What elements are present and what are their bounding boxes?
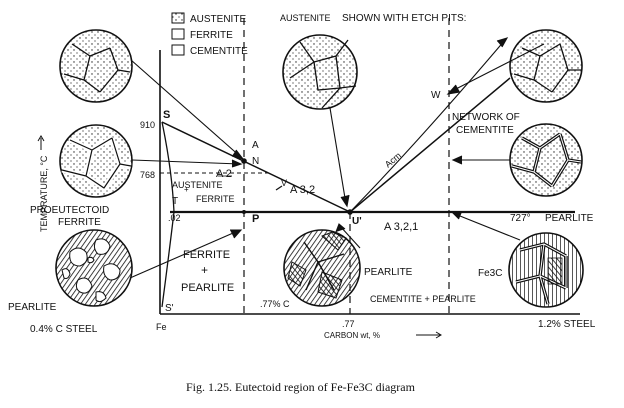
pearlite-727-label: PEARLITE — [545, 213, 594, 224]
ferrite-solvus-line — [161, 211, 175, 308]
micrograph-austenite-right — [509, 29, 583, 103]
pct-077-label: .77% C — [260, 299, 290, 309]
region-austenite-ferrite-3: FERRITE — [196, 194, 235, 204]
label-proeutectoid-2: FERRITE — [58, 217, 101, 228]
v-mark — [275, 185, 283, 191]
point-a-label: A — [252, 140, 259, 151]
tick-077: .77 — [342, 319, 355, 329]
micrograph-1-2-steel — [508, 232, 584, 308]
y-axis-arrow — [37, 135, 45, 150]
tick-910: 910 — [140, 120, 155, 130]
point-p-marker — [242, 210, 246, 214]
arrow-austenite-ferrite — [131, 159, 241, 165]
arrow-pearlite-center — [339, 225, 361, 249]
label-pearlite-center: PEARLITE — [364, 267, 413, 278]
y-axis-title: TEMPRATURE, °C — [39, 155, 49, 232]
point-n-label: N — [252, 156, 259, 167]
region-austenite-ferrite-1: AUSTENITE — [172, 180, 223, 190]
arrow-austenite-left — [130, 59, 243, 159]
a3-line — [161, 121, 351, 213]
micrograph-austenite-center — [282, 34, 358, 110]
acm-line — [349, 77, 511, 213]
label-pearlite-left: PEARLITE — [8, 302, 57, 313]
figure-caption: Fig. 1.25. Eutectoid region of Fe-Fe3C d… — [186, 380, 416, 394]
tick-768: 768 — [140, 170, 155, 180]
legend-ferrite-swatch — [171, 28, 185, 40]
legend-cementite-label: CEMENTITE — [190, 46, 248, 57]
label-network-1: NETWORK OF — [452, 112, 520, 123]
label-fe3c: Fe3C — [478, 268, 502, 279]
header-austenite-label: AUSTENITE — [280, 13, 331, 23]
region-ferrite-pearlite-1: FERRITE — [183, 249, 230, 261]
region-ferrite-pearlite-2: + — [201, 263, 208, 277]
ferrite-boundary-upper — [161, 121, 175, 213]
a321-label: A 3,2,1 — [384, 221, 418, 233]
a32-label: A 3,2 — [290, 184, 315, 196]
micrograph-pearlite-center — [283, 229, 361, 307]
header-etch-note: SHOWN WITH ETCH PITS: — [342, 13, 466, 24]
micrograph-austenite-ferrite — [59, 124, 133, 198]
phase-lines — [160, 18, 575, 314]
point-t-label: T — [172, 196, 178, 207]
temp-727-label: 727° — [510, 213, 531, 224]
legend-austenite-label: AUSTENITE — [190, 14, 246, 25]
point-s-prime-label: S' — [165, 303, 174, 314]
point-s-label: S — [163, 109, 170, 121]
label-network-2: CEMENTITE — [456, 125, 514, 136]
point-u-label: U' — [352, 216, 362, 227]
legend-cementite-swatch — [171, 44, 185, 56]
point-v-label: V — [281, 178, 287, 188]
tick-002: .02 — [168, 213, 181, 223]
label-steel-04: 0.4% C STEEL — [30, 324, 98, 335]
arrow-ferrite-pearlite — [129, 229, 241, 279]
point-u-marker — [347, 209, 353, 215]
legend: AUSTENITE FERRITE CEMENTITE — [171, 12, 248, 57]
fe-label: Fe — [156, 322, 167, 332]
arrow-austenite-right — [351, 39, 506, 211]
x-axis-arrow — [416, 331, 442, 339]
arrow-austenite-center — [329, 107, 347, 205]
legend-ferrite-label: FERRITE — [190, 30, 233, 41]
point-w-label: W — [431, 90, 441, 101]
region-cementite-pearlite: CEMENTITE + PEARLITE — [370, 294, 476, 304]
micrograph-ferrite-pearlite — [55, 229, 133, 307]
point-n-marker — [241, 158, 247, 164]
axes: TEMPRATURE, °C CARBON wt, % Fe 910 768 .… — [37, 50, 580, 340]
point-p-label: P — [252, 213, 259, 225]
region-ferrite-pearlite-3: PEARLITE — [181, 282, 234, 294]
label-steel-12: 1.2% STEEL — [538, 319, 596, 330]
micrograph-cementite-network — [509, 123, 583, 197]
legend-austenite-swatch — [171, 12, 185, 24]
region-austenite-ferrite-2: + — [184, 185, 189, 194]
label-proeutectoid-1: PROEUTECTOID — [30, 205, 109, 216]
arrow-1-2-steel — [454, 213, 521, 241]
pointer-arrows — [129, 37, 545, 279]
arrow-w — [449, 43, 545, 93]
x-axis-title: CARBON wt, % — [324, 331, 380, 340]
micrograph-austenite-left — [59, 29, 133, 103]
a2-label: A 2 — [216, 168, 232, 180]
